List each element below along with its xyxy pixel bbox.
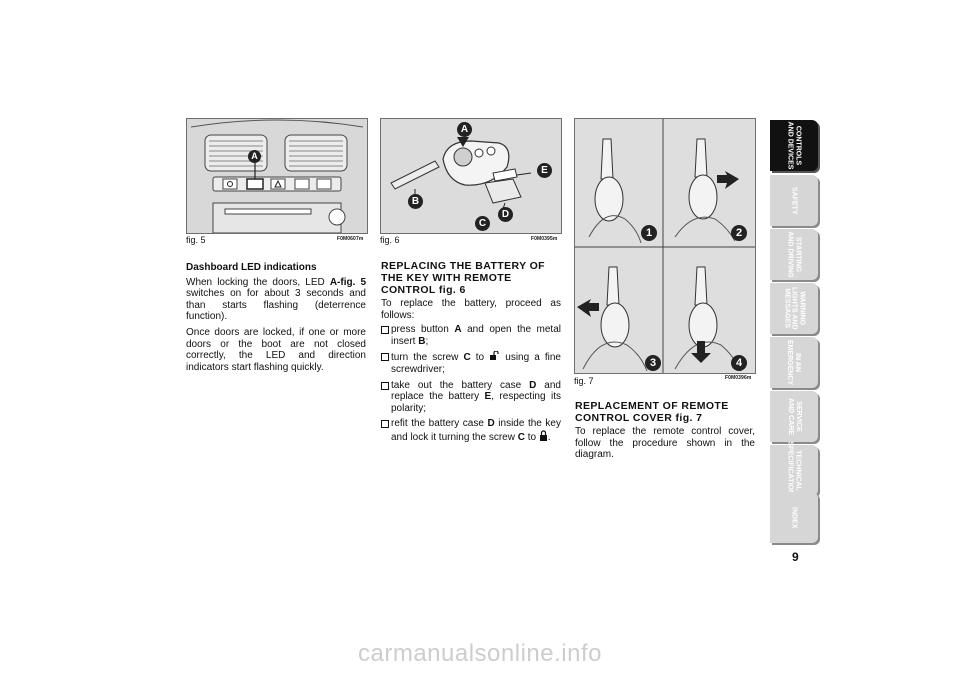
battery-step-2: turn the screw C to using a fine screwdr… bbox=[381, 351, 561, 375]
battery-step-3: take out the battery case D and replace … bbox=[381, 380, 561, 415]
step-text: inside the key and lock it turning the s… bbox=[391, 418, 561, 443]
led-p1-pre: When locking the doors, LED bbox=[186, 276, 330, 288]
tab-label: SAFETY bbox=[790, 186, 798, 215]
step-text: refit the battery case bbox=[391, 418, 488, 430]
led-section: Dashboard LED indications When locking t… bbox=[186, 262, 366, 377]
watermark: carmanualsonline.info bbox=[358, 640, 602, 667]
tab-label: IN AN EMERGENCY bbox=[787, 339, 802, 386]
tab-label: INDEX bbox=[790, 506, 798, 529]
tab-safety[interactable]: SAFETY bbox=[770, 175, 818, 226]
battery-step-4: refit the battery case D inside the key … bbox=[381, 418, 561, 443]
step-key: A bbox=[454, 324, 462, 336]
battery-section-title: REPLACING THE BATTERY OF THE KEY WITH RE… bbox=[381, 260, 561, 296]
tab-warning-lights[interactable]: WARNING LIGHTS AND MESSAGES bbox=[770, 283, 818, 334]
led-p1-ref: A-fig. 5 bbox=[329, 276, 367, 288]
tab-technical-specifications[interactable]: TECHNICAL SPECIFICATIONS bbox=[770, 441, 818, 500]
callout-e: E bbox=[537, 163, 552, 178]
battery-steps: press button A and open the metal insert… bbox=[381, 324, 561, 443]
tab-label: TECHNICAL SPECIFICATIONS bbox=[787, 441, 802, 500]
unlock-icon bbox=[490, 351, 499, 361]
tab-in-an-emergency[interactable]: IN AN EMERGENCY bbox=[770, 337, 818, 388]
figure-7: 1 2 3 4 bbox=[574, 118, 756, 374]
battery-intro: To replace the battery, proceed as follo… bbox=[381, 298, 561, 321]
step-key: C bbox=[463, 352, 471, 364]
tab-service-and-care[interactable]: SERVICE AND CARE bbox=[770, 391, 818, 442]
step-text: press button bbox=[391, 324, 455, 336]
step-key: E bbox=[484, 391, 492, 403]
step-text: using a fine screwdriver; bbox=[391, 352, 561, 375]
cover-replacement-illustration bbox=[575, 119, 755, 373]
cover-section-title: REPLACEMENT OF REMOTE CONTROL COVER fig.… bbox=[575, 400, 755, 424]
step-text: to bbox=[524, 431, 539, 443]
step-badge-2: 2 bbox=[731, 225, 747, 241]
callout-a: A bbox=[248, 150, 261, 163]
led-section-title: Dashboard LED indications bbox=[186, 262, 317, 273]
battery-title-text: REPLACING THE BATTERY OF THE KEY WITH RE… bbox=[381, 260, 545, 296]
dashboard-illustration bbox=[187, 119, 367, 233]
callout-d: D bbox=[498, 207, 513, 222]
step-badge-1: 1 bbox=[641, 225, 657, 241]
checkbox-bullet-icon bbox=[381, 353, 389, 362]
checkbox-bullet-icon bbox=[381, 420, 389, 429]
figure-5: A bbox=[186, 118, 368, 234]
step-text: and open the metal insert bbox=[391, 324, 561, 347]
tab-starting-and-driving[interactable]: STARTING AND DRIVING bbox=[770, 229, 818, 280]
cover-paragraph: To replace the remote control cover, fol… bbox=[575, 426, 755, 461]
cover-title-ref: fig. 7 bbox=[675, 412, 703, 424]
tab-label: SERVICE AND CARE bbox=[786, 398, 802, 435]
figure-6-code: F0M0395m bbox=[531, 236, 558, 242]
led-paragraph-1: When locking the doors, LED A-fig. 5 swi… bbox=[186, 277, 366, 323]
step-badge-3: 3 bbox=[645, 355, 661, 371]
figure-6: A E B D C bbox=[380, 118, 562, 234]
step-key: C bbox=[517, 431, 525, 443]
battery-step-1: press button A and open the metal insert… bbox=[381, 324, 561, 347]
figure-7-caption: fig. 7 bbox=[574, 376, 594, 386]
step-badge-4: 4 bbox=[731, 355, 747, 371]
figure-5-code: F0M0607m bbox=[337, 236, 364, 242]
step-key: B bbox=[418, 335, 426, 347]
step-key: D bbox=[529, 379, 537, 391]
key-battery-illustration bbox=[381, 119, 561, 233]
step-key: D bbox=[487, 418, 495, 430]
lock-icon bbox=[539, 430, 547, 441]
tab-label: STARTING AND DRIVING bbox=[787, 231, 802, 278]
checkbox-bullet-icon bbox=[381, 326, 389, 335]
step-text: ; bbox=[425, 335, 429, 347]
led-p1-post: switches on for about 3 seconds and than… bbox=[186, 288, 366, 323]
step-text: , respecting its polarity; bbox=[391, 391, 561, 414]
led-paragraph-2: Once doors are locked, if one or more do… bbox=[186, 326, 366, 373]
callout-a: A bbox=[457, 122, 472, 137]
tab-controls-and-devices[interactable]: CONTROLS AND DEVICES bbox=[770, 120, 818, 171]
battery-section: REPLACING THE BATTERY OF THE KEY WITH RE… bbox=[381, 260, 561, 448]
tab-index[interactable]: INDEX bbox=[770, 492, 818, 543]
checkbox-bullet-icon bbox=[381, 381, 389, 390]
step-text: turn the screw bbox=[391, 352, 464, 364]
page-number: 9 bbox=[792, 550, 799, 564]
figure-5-caption: fig. 5 bbox=[186, 235, 206, 245]
cover-section: REPLACEMENT OF REMOTE CONTROL COVER fig.… bbox=[575, 400, 755, 465]
tab-label: WARNING LIGHTS AND MESSAGES bbox=[783, 287, 806, 330]
step-text: take out the battery case bbox=[391, 379, 530, 391]
callout-c: C bbox=[475, 216, 490, 231]
figure-7-code: F0M0396m bbox=[725, 375, 752, 381]
battery-title-ref: fig. 6 bbox=[438, 284, 466, 296]
step-text: and replace the battery bbox=[391, 379, 561, 403]
step-text: to bbox=[470, 352, 490, 364]
figure-6-caption: fig. 6 bbox=[380, 235, 400, 245]
callout-b: B bbox=[408, 194, 423, 209]
tab-label: CONTROLS AND DEVICES bbox=[787, 121, 802, 170]
cover-title-text: REPLACEMENT OF REMOTE CONTROL COVER bbox=[575, 400, 729, 424]
